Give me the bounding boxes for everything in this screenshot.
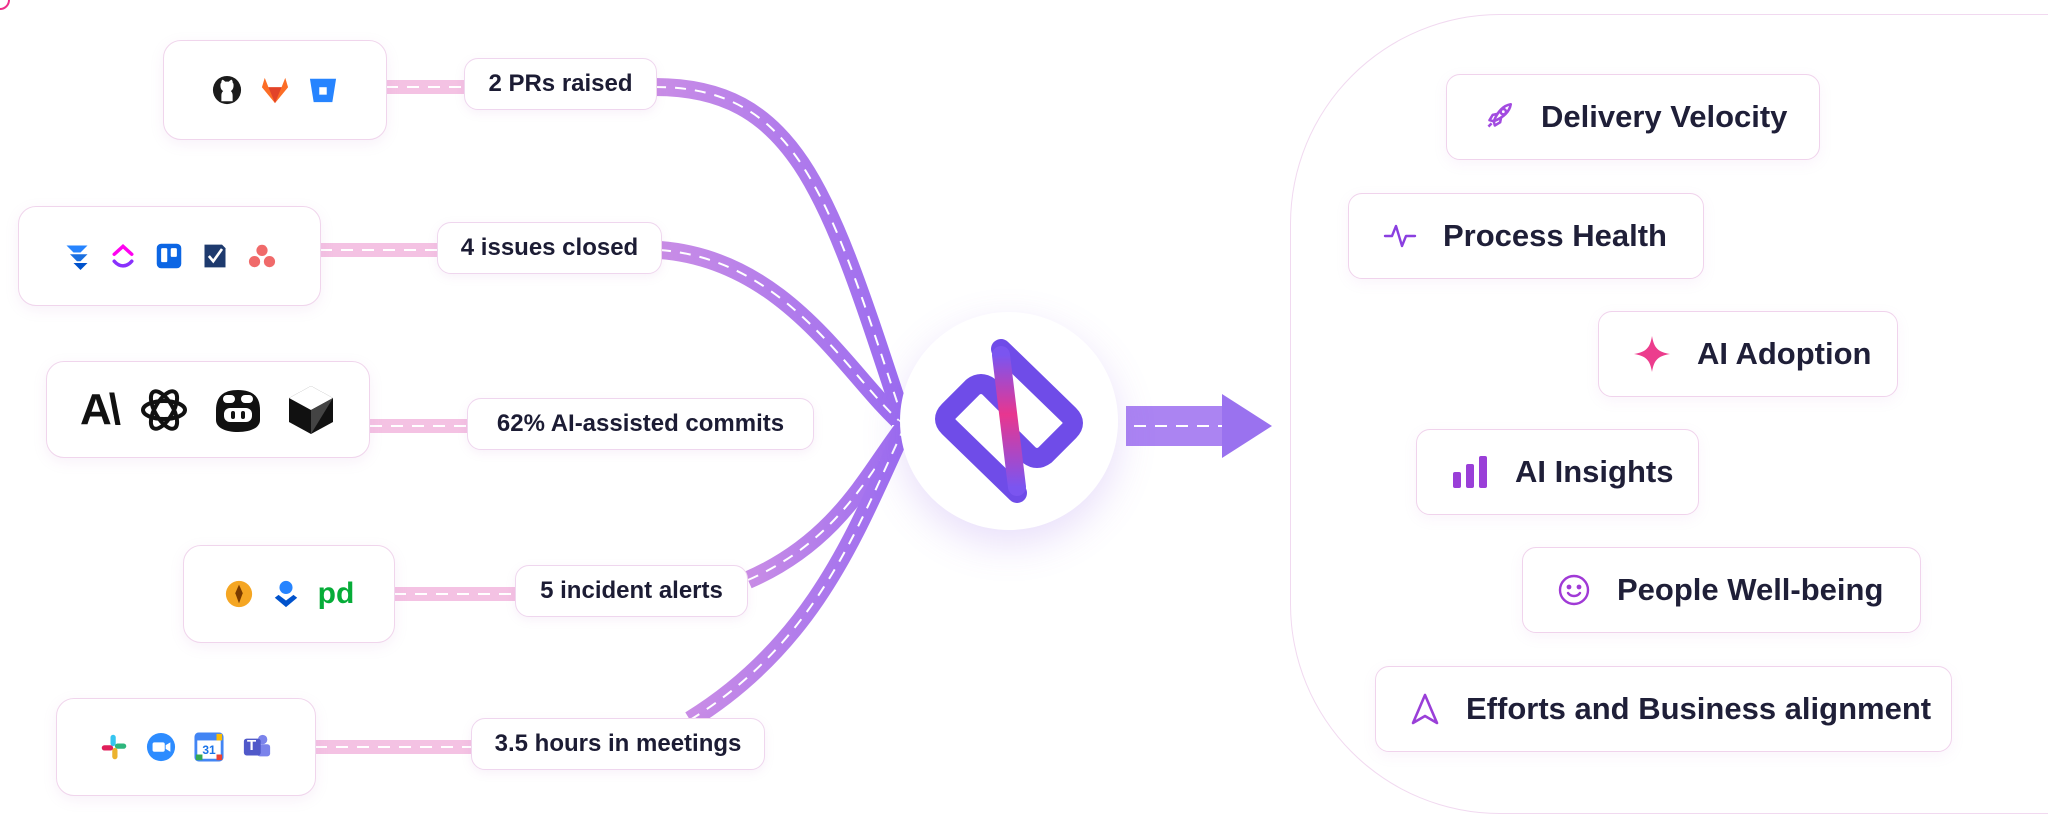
- outcome-label: AI Adoption: [1697, 336, 1872, 371]
- zoom-icon: [146, 732, 176, 762]
- jira-icon: [63, 242, 91, 270]
- outcome-label: Process Health: [1443, 218, 1667, 253]
- outcome-ai-insights: AI Insights: [1416, 429, 1699, 515]
- metric-prs-raised: 2 PRs raised: [464, 58, 657, 110]
- source-card-git: [163, 40, 387, 140]
- source-card-ai: A\: [46, 361, 370, 458]
- outcome-ai-adoption: AI Adoption: [1598, 311, 1898, 397]
- teams-icon: T: [242, 732, 272, 762]
- feeder-lines: [315, 80, 516, 754]
- source-card-incident: pd: [183, 545, 395, 643]
- openai-icon: [138, 384, 190, 436]
- opsgenie-icon: [272, 579, 300, 609]
- outcome-label: People Well-being: [1617, 572, 1884, 607]
- outcome-process-health: Process Health: [1348, 193, 1704, 279]
- pulse-icon: [1383, 221, 1417, 251]
- outcomes-panel: [1290, 14, 2048, 814]
- azure-boards-icon: [201, 242, 229, 270]
- outcome-people-wellbeing: People Well-being: [1522, 547, 1921, 633]
- google-calendar-icon: 31: [194, 732, 224, 762]
- incident-io-icon: [224, 579, 254, 609]
- outcome-label: Delivery Velocity: [1541, 99, 1788, 134]
- metric-issues-closed: 4 issues closed: [437, 222, 662, 274]
- brand-logo-icon: [935, 339, 1083, 503]
- calendar-day-label: 31: [202, 743, 216, 757]
- slack-icon: [100, 733, 128, 761]
- metric-incident-alerts: 5 incident alerts: [515, 565, 748, 617]
- metric-ai-commits: 62% AI-assisted commits: [467, 398, 814, 450]
- metric-meeting-hours: 3.5 hours in meetings: [471, 718, 765, 770]
- asana-icon: [247, 242, 277, 270]
- navigation-icon: [1410, 692, 1440, 726]
- bitbucket-icon: [308, 76, 338, 104]
- copilot-icon: [210, 386, 266, 434]
- trello-icon: [155, 242, 183, 270]
- teams-letter: T: [247, 737, 257, 754]
- bar-chart-icon: [1451, 454, 1489, 490]
- clickup-icon: [109, 242, 137, 270]
- cursor-icon: [286, 384, 336, 436]
- outcome-delivery-velocity: Delivery Velocity: [1446, 74, 1820, 160]
- rocket-icon: [1481, 100, 1515, 134]
- outcome-business-alignment: Efforts and Business alignment: [1375, 666, 1952, 752]
- sparkle-icon: [1633, 335, 1671, 373]
- output-arrow: [1126, 394, 1272, 458]
- hub-logo: [900, 312, 1118, 530]
- gitlab-icon: [260, 76, 290, 104]
- source-card-comms: 31 T: [56, 698, 316, 796]
- github-icon: [212, 75, 242, 105]
- source-card-pm: [18, 206, 321, 306]
- pagerduty-icon: pd: [317, 577, 355, 610]
- outcome-label: Efforts and Business alignment: [1466, 691, 1932, 726]
- smiley-icon: [1557, 573, 1591, 607]
- outcome-label: AI Insights: [1515, 454, 1674, 489]
- merge-tubes: [654, 78, 914, 728]
- anthropic-icon: A\: [80, 384, 121, 434]
